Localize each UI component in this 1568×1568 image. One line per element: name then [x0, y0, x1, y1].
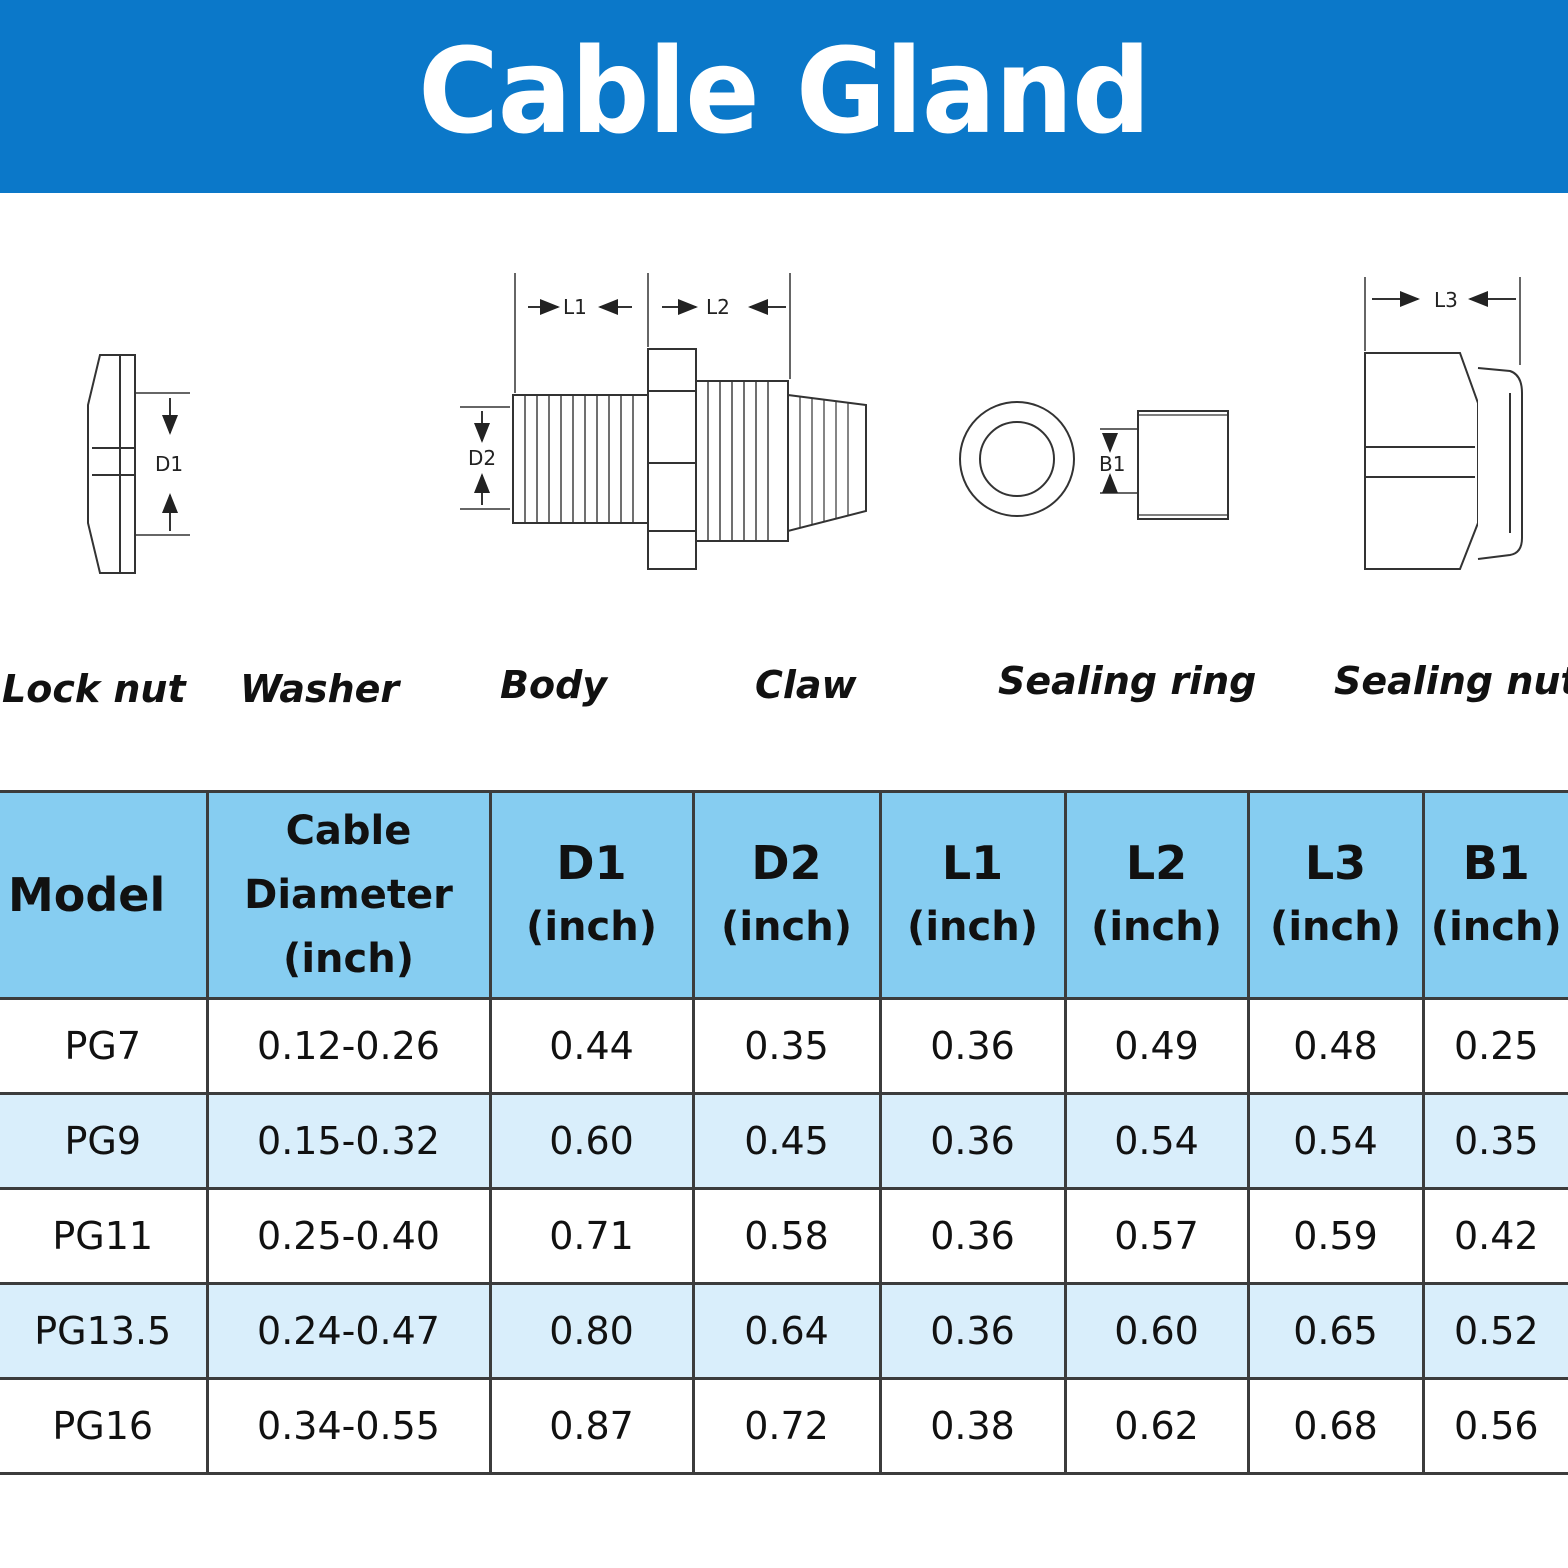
- cell-d2: 0.35: [691, 997, 882, 1095]
- table-row: PG11 0.25-0.40 0.71 0.58 0.36 0.57 0.59 …: [0, 1187, 1568, 1285]
- part-label-lock-nut: Lock nut: [2, 667, 186, 711]
- table-row: PG9 0.15-0.32 0.60 0.45 0.36 0.54 0.54 0…: [0, 1092, 1568, 1190]
- cell-cable: 0.12-0.26: [205, 997, 492, 1095]
- dimension-label-d2: D2: [468, 446, 496, 470]
- header-cable-diameter: Cable Diameter (inch): [205, 790, 492, 1000]
- part-label-sealing-nut: Sealing nut: [1334, 659, 1568, 703]
- cell-model: PG11: [0, 1187, 209, 1285]
- cell-l3: 0.59: [1246, 1187, 1425, 1285]
- parts-diagram: D1 D2 L1 L2 B1 L3 Lock nut Washer Body C…: [0, 193, 1568, 790]
- cell-d1: 0.71: [488, 1187, 695, 1285]
- page-title: Cable Gland Specification: [388, 22, 1181, 330]
- cell-l3: 0.54: [1246, 1092, 1425, 1190]
- cell-l2: 0.49: [1063, 997, 1250, 1095]
- cell-l2: 0.60: [1063, 1282, 1250, 1380]
- dimension-label-l2: L2: [706, 295, 730, 319]
- cell-d1: 0.44: [488, 997, 695, 1095]
- header-d1: D1(inch): [488, 790, 695, 1000]
- table-header-row: Model Cable Diameter (inch) D1(inch) D2(…: [0, 790, 1568, 1000]
- cell-d2: 0.72: [691, 1377, 882, 1475]
- cell-model: PG16: [0, 1377, 209, 1475]
- specification-table: Model Cable Diameter (inch) D1(inch) D2(…: [0, 790, 1568, 1475]
- cell-b1: 0.42: [1421, 1187, 1568, 1285]
- cell-cable: 0.25-0.40: [205, 1187, 492, 1285]
- exploded-view-drawing: D1 D2 L1 L2 B1 L3: [87, 273, 1523, 574]
- cell-cable: 0.34-0.55: [205, 1377, 492, 1475]
- table-row: PG13.5 0.24-0.47 0.80 0.64 0.36 0.60 0.6…: [0, 1282, 1568, 1380]
- part-label-sealing-ring: Sealing ring: [998, 659, 1257, 703]
- dimension-label-d1: D1: [155, 452, 183, 476]
- cell-d1: 0.87: [488, 1377, 695, 1475]
- cell-b1: 0.56: [1421, 1377, 1568, 1475]
- cell-b1: 0.52: [1421, 1282, 1568, 1380]
- header-l1: L1(inch): [878, 790, 1067, 1000]
- cell-model: PG9: [0, 1092, 209, 1190]
- title-banner: Cable Gland Specification: [0, 0, 1568, 330]
- cell-l1: 0.36: [878, 997, 1067, 1095]
- cell-l3: 0.68: [1246, 1377, 1425, 1475]
- sealing-nut-drawing: [1364, 277, 1523, 570]
- cell-b1: 0.35: [1421, 1092, 1568, 1190]
- cell-d2: 0.64: [691, 1282, 882, 1380]
- cell-d1: 0.60: [488, 1092, 695, 1190]
- dimension-label-l1: L1: [563, 295, 587, 319]
- cell-l1: 0.38: [878, 1377, 1067, 1475]
- dimension-label-b1: B1: [1099, 452, 1125, 476]
- table-row: PG16 0.34-0.55 0.87 0.72 0.38 0.62 0.68 …: [0, 1377, 1568, 1475]
- part-label-washer: Washer: [240, 667, 400, 711]
- cell-d1: 0.80: [488, 1282, 695, 1380]
- header-b1: B1(inch): [1421, 790, 1568, 1000]
- header-model: Model: [0, 790, 209, 1000]
- cell-l2: 0.62: [1063, 1377, 1250, 1475]
- cell-cable: 0.24-0.47: [205, 1282, 492, 1380]
- body-drawing: [460, 273, 867, 570]
- part-label-body: Body: [500, 663, 608, 707]
- dimension-label-l3: L3: [1434, 288, 1458, 312]
- header-d2: D2(inch): [691, 790, 882, 1000]
- table-row: PG7 0.12-0.26 0.44 0.35 0.36 0.49 0.48 0…: [0, 997, 1568, 1095]
- cell-l1: 0.36: [878, 1092, 1067, 1190]
- cell-model: PG13.5: [0, 1282, 209, 1380]
- lock-nut-drawing: [87, 354, 190, 574]
- cell-model: PG7: [0, 997, 209, 1095]
- cell-l1: 0.36: [878, 1187, 1067, 1285]
- cell-l3: 0.65: [1246, 1282, 1425, 1380]
- cell-l1: 0.36: [878, 1282, 1067, 1380]
- cell-l2: 0.57: [1063, 1187, 1250, 1285]
- header-l2: L2(inch): [1063, 790, 1250, 1000]
- cell-d2: 0.58: [691, 1187, 882, 1285]
- cell-cable: 0.15-0.32: [205, 1092, 492, 1190]
- cell-b1: 0.25: [1421, 997, 1568, 1095]
- part-label-claw: Claw: [755, 663, 857, 707]
- cell-d2: 0.45: [691, 1092, 882, 1190]
- sealing-ring-drawing: [959, 401, 1229, 520]
- header-l3: L3(inch): [1246, 790, 1425, 1000]
- cell-l3: 0.48: [1246, 997, 1425, 1095]
- cell-l2: 0.54: [1063, 1092, 1250, 1190]
